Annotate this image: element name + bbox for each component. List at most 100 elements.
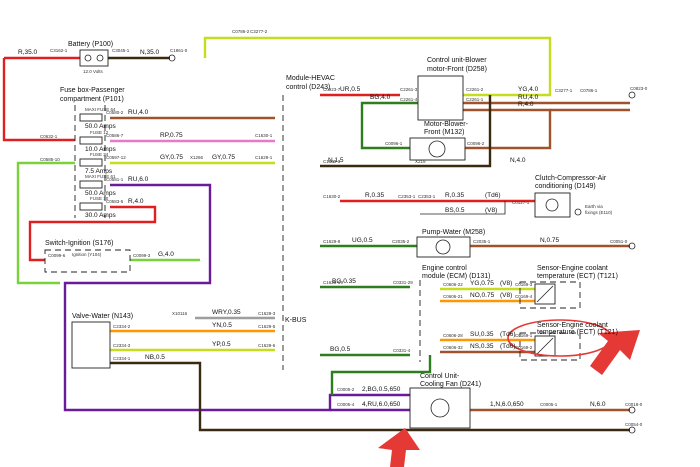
wire-yg-top	[203, 36, 552, 97]
connector-id: C0586-7	[106, 133, 124, 138]
wire-label: BG,0.35	[332, 278, 356, 285]
connector-id: C2353-1	[418, 194, 436, 199]
fuse-name: FUSE 34	[90, 152, 109, 157]
connector-id: C0585-10	[40, 157, 60, 162]
wire-label: YG,0.75	[470, 280, 494, 287]
ecm-subtitle: module (ECM) (D131)	[422, 273, 490, 280]
wire-label: R,4.0	[128, 198, 144, 205]
connector-id: C3045-1	[112, 48, 130, 53]
wire-ru6-violet	[63, 183, 410, 412]
connector-id: C1861-0	[170, 48, 188, 53]
wire-label: GY,0.75	[212, 154, 235, 161]
wire-label: G,4.0	[158, 251, 174, 258]
connector-id: C0169-1	[515, 333, 533, 338]
connector-id: C2334-1	[113, 356, 131, 361]
connector-id: X1266	[190, 155, 204, 160]
ect1-subtitle: temperature (ECT) (T121)	[537, 273, 618, 280]
clutch-earth2: fixings (E110)	[585, 210, 613, 215]
blower-motor-box	[409, 137, 466, 161]
connector-id: C2035-2	[392, 239, 410, 244]
wire-r4-switch	[28, 205, 157, 262]
connector-id: C0606-22	[443, 282, 463, 287]
clutch-subtitle: conditioning (D149)	[535, 183, 596, 190]
connector-id: C0099-3	[133, 253, 151, 258]
wire-label: N,0.75	[540, 237, 560, 244]
wire-bg-fan	[330, 355, 432, 395]
connector-id: C0606-32	[443, 345, 463, 350]
fan-subtitle: Cooling Fan (D241)	[420, 381, 481, 388]
fuse-rating: 10.0 Amps	[85, 146, 116, 153]
wire-bg4-green	[360, 101, 418, 150]
connector-id: C0331-4	[393, 348, 411, 353]
connector-id: C3162-1	[50, 48, 68, 53]
wire-label: UR,0.5	[340, 86, 361, 93]
fan-motor-icon	[430, 398, 450, 418]
wire-green-loop	[16, 161, 75, 285]
pump-box	[416, 236, 471, 258]
ect1-title: Sensor-Engine coolant	[537, 265, 608, 272]
blower-motor-title: Motor-Blower-	[424, 121, 469, 128]
wire-label: RU,4.0	[518, 94, 539, 101]
wire-n15	[320, 95, 492, 168]
connector-id: C0632-1	[40, 134, 58, 139]
connector-id: C0606-28	[443, 333, 463, 338]
hevac-title: Module-HEVAC	[286, 75, 335, 82]
connector-id: C0331-29	[393, 280, 413, 285]
wire-label: WRY,0.35	[212, 309, 241, 316]
wire-label: N,6.0	[590, 401, 606, 408]
connector-id: C1629-5	[258, 324, 276, 329]
connector-id: C0127-1	[512, 200, 530, 205]
connector-id: C1629-3	[258, 311, 276, 316]
ground-icons	[168, 54, 636, 434]
ect2-title: Sensor-Engine coolant	[537, 322, 608, 329]
connector-id: C2261-4	[400, 97, 418, 102]
wire-label: RU,4.0	[128, 109, 149, 116]
clutch-icon	[545, 198, 559, 212]
connector-id: C2334-2	[113, 324, 131, 329]
wire-label: N,1.5	[328, 157, 344, 164]
red-arrow-icon	[590, 330, 640, 375]
wire-label: N,35.0	[140, 49, 160, 56]
wire-label: (Td6)	[485, 192, 501, 199]
clutch-box	[534, 192, 571, 218]
fuse-rating: 30.0 Amps	[85, 212, 116, 219]
wire-label: NB,0.5	[145, 354, 165, 361]
valve-title: Valve-Water (N143)	[72, 313, 133, 320]
connector-id: C0005-2	[337, 387, 355, 392]
switch-inner: Ignition (Y104)	[72, 252, 102, 257]
ect2-subtitle: temperature (ECT) (T121)	[537, 329, 618, 336]
connector-id: C0597-12	[106, 155, 126, 160]
fusebox-title: Fuse box-Passenger	[60, 87, 125, 94]
valve-box	[71, 321, 111, 369]
connector-id: C3277-1	[555, 88, 573, 93]
connector-id: C1630-1	[255, 133, 273, 138]
connector-id: C2035-1	[473, 239, 491, 244]
connector-id: C0169-2	[515, 345, 533, 350]
wire-label: UG,0.5	[352, 237, 373, 244]
fuse-name: MAXI FUSE 61	[85, 174, 116, 179]
wire-nb05	[110, 361, 630, 432]
wire-label: 2,BG,0.5,650	[362, 386, 401, 393]
connector-id: C1629-1	[255, 155, 273, 160]
fuse-rating: 7.5 Amps	[85, 168, 113, 175]
wire-label: BG,0.5	[330, 346, 351, 353]
wire-label: BG,4.0	[370, 94, 391, 101]
battery-voltage: 12.0 Volts	[83, 69, 104, 74]
connector-id: X10116	[172, 311, 188, 316]
battery-box	[79, 49, 109, 67]
hevac-subtitle: control (D243)	[286, 84, 330, 91]
connector-id: C0606-21	[443, 294, 463, 299]
battery-title: Battery (P100)	[68, 41, 113, 48]
wire-r4-brown	[463, 108, 552, 150]
connector-id: C0099-6	[48, 253, 66, 258]
wire-label: 1,N,6.0,650	[490, 401, 524, 408]
wire-label: GY,0.75	[160, 154, 183, 161]
thermistor-icon	[536, 285, 554, 303]
wire-label: YP,0.5	[212, 341, 231, 348]
wire-label: N,4.0	[510, 157, 526, 164]
switch-title: Switch-Ignition (S176)	[45, 240, 113, 247]
connector-id: C0096-2	[467, 141, 485, 146]
connector-id: C0018-0	[625, 402, 643, 407]
fuse-name: MAXI FUSE 64	[85, 107, 116, 112]
